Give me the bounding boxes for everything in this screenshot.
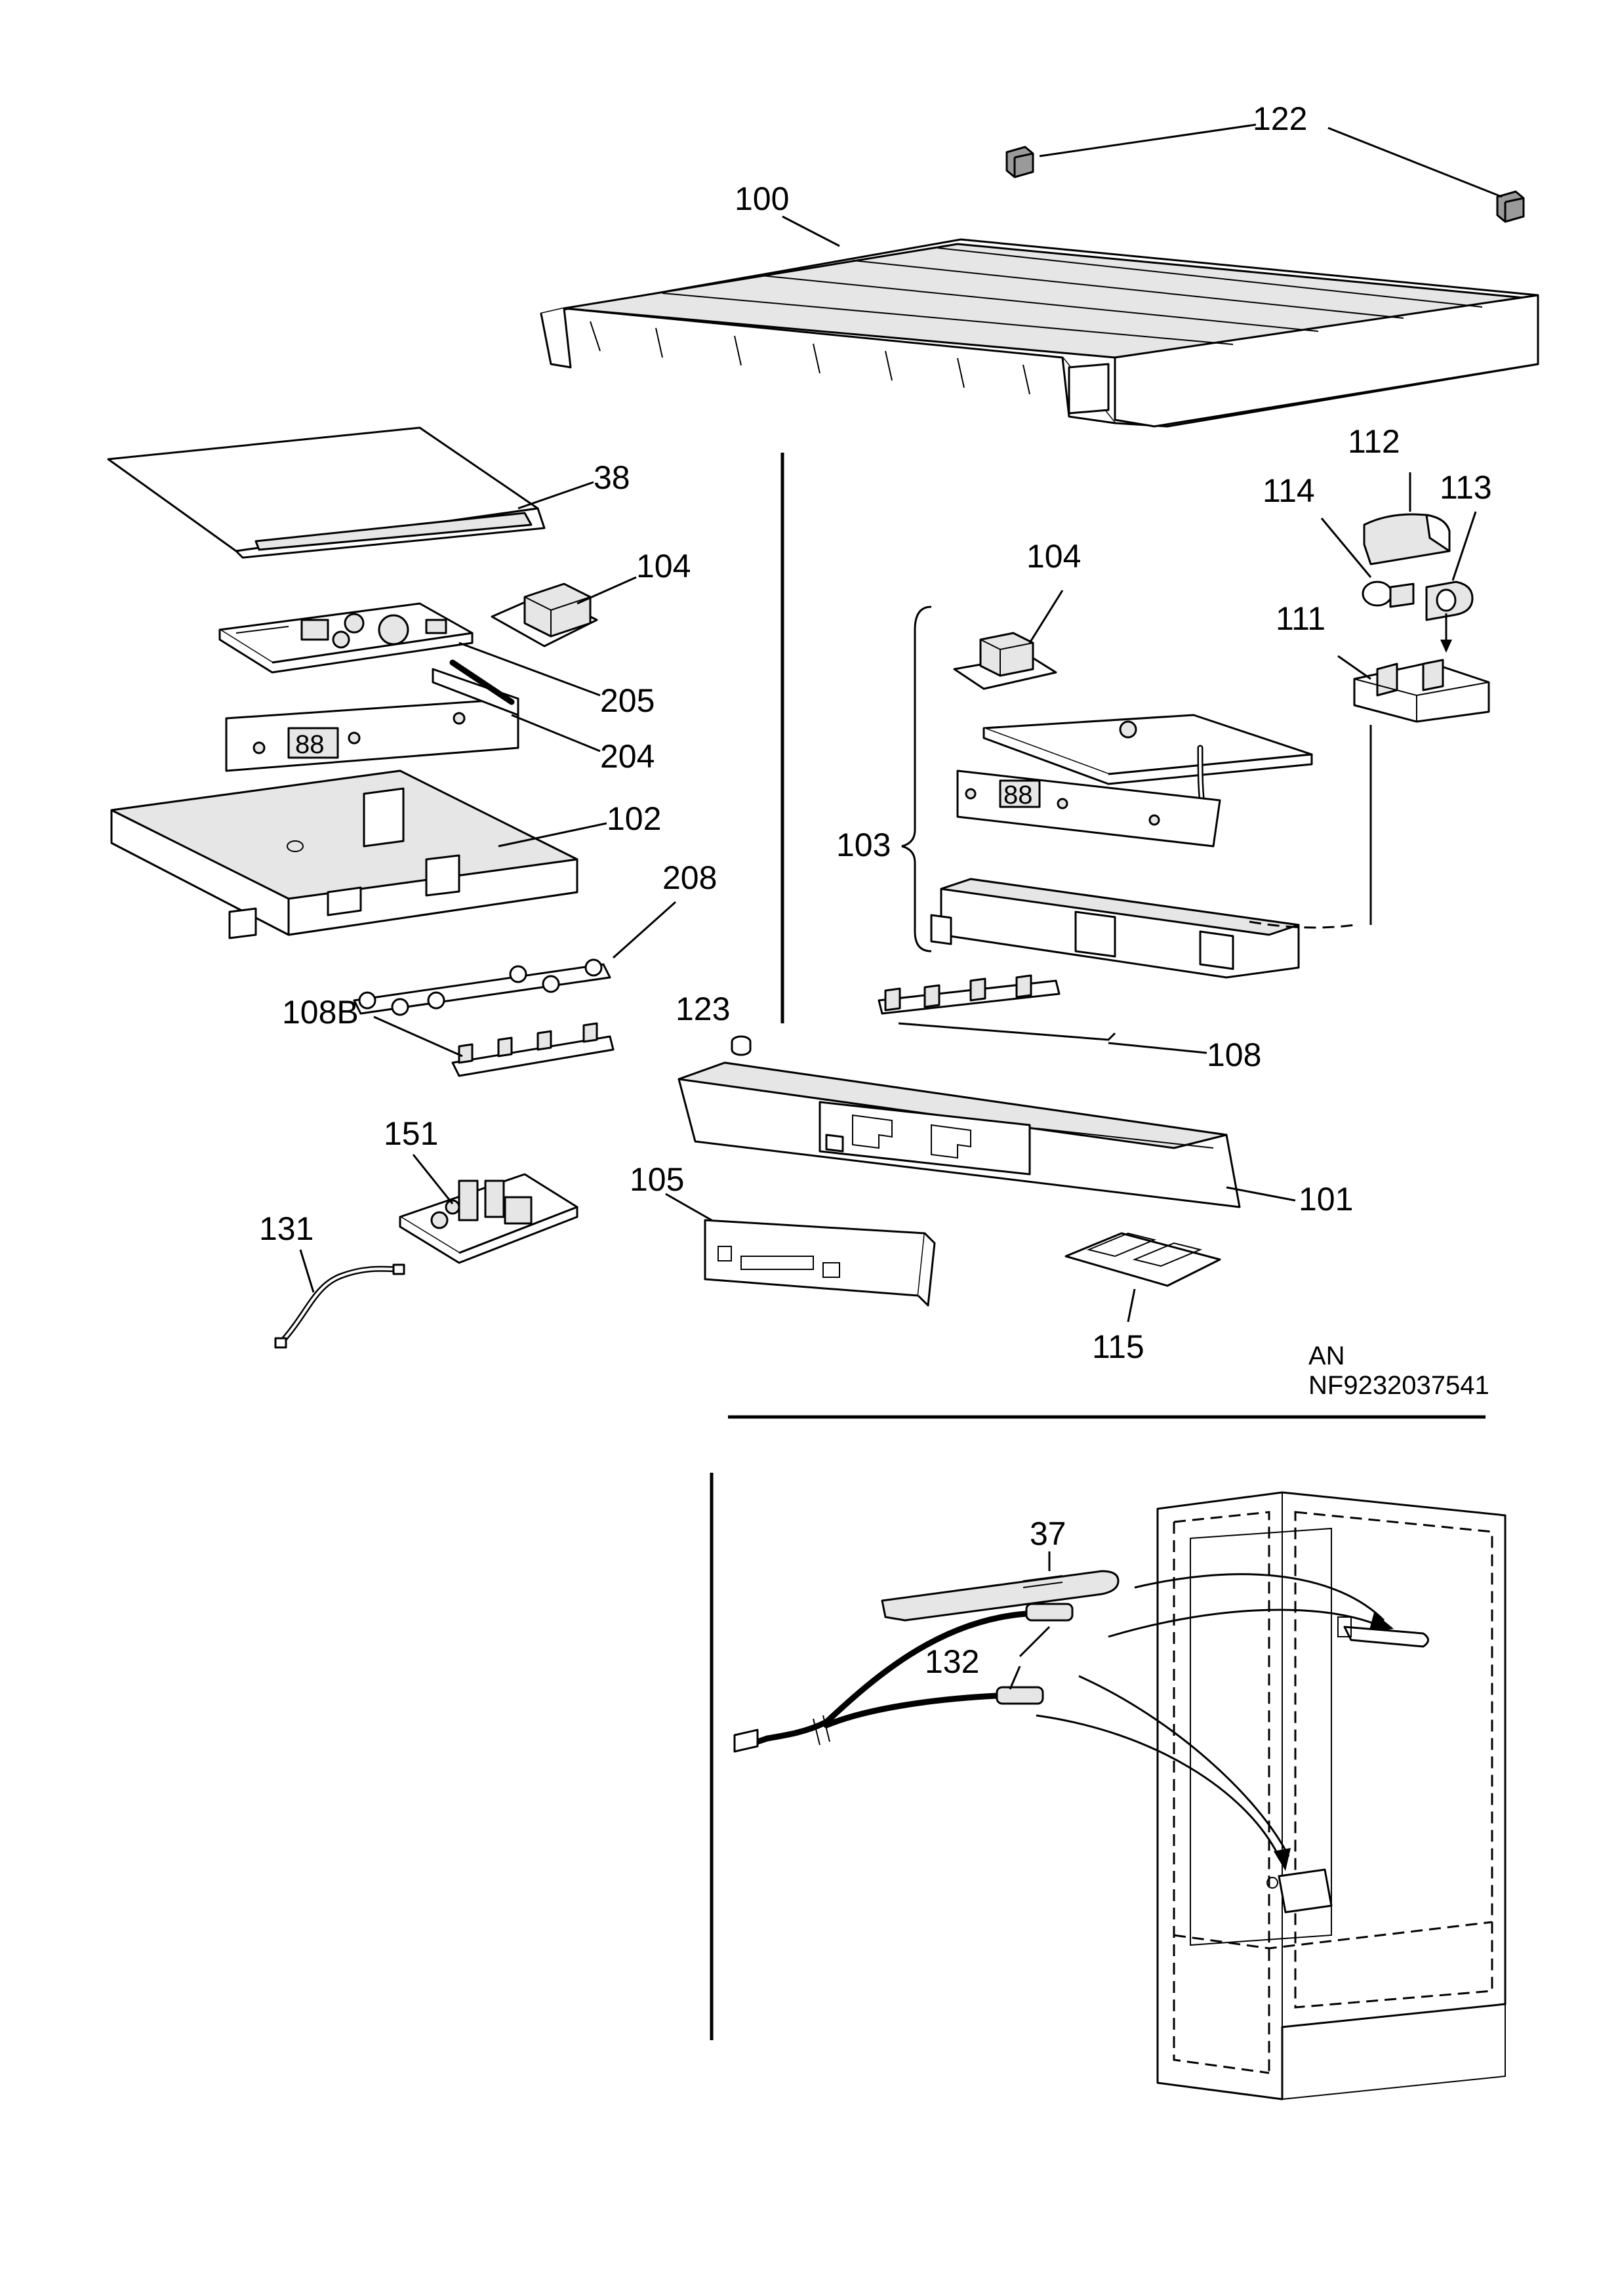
part-104-relay-left — [491, 583, 598, 647]
callout-205: 205 — [600, 682, 655, 719]
part-105-display-insert — [704, 1219, 936, 1307]
callout-101: 101 — [1299, 1181, 1353, 1218]
callout-122: 122 — [1253, 100, 1307, 137]
callout-115: 115 — [1092, 1328, 1144, 1365]
callout-112: 112 — [1348, 423, 1400, 460]
part-131-cable — [274, 1263, 405, 1349]
part-122-hinge-cap-left — [1005, 146, 1034, 178]
callout-208: 208 — [662, 859, 717, 896]
part-208-light-strip — [353, 958, 611, 1016]
callout-37: 37 — [1030, 1515, 1066, 1552]
callout-123: 123 — [676, 991, 730, 1027]
callout-104-left: 104 — [636, 548, 691, 584]
callout-111: 111 — [1276, 600, 1325, 637]
mounted-sensor-lower — [1266, 1868, 1333, 1914]
dashed-link-111 — [1249, 920, 1355, 929]
reference-an: AN — [1308, 1342, 1345, 1370]
callout-38: 38 — [594, 459, 630, 496]
part-123-knob — [731, 1035, 752, 1056]
callout-100: 100 — [735, 180, 789, 217]
part-103-housing — [930, 878, 1300, 979]
callout-108b: 108B — [282, 994, 359, 1031]
cabinet-outline — [1156, 1491, 1507, 2101]
callout-131: 131 — [259, 1210, 313, 1247]
callout-114: 114 — [1263, 472, 1315, 509]
arrow-132-lower-b — [1036, 1714, 1280, 1857]
part-37-sensor-holder — [881, 1570, 1120, 1622]
part-101-front-panel — [678, 1061, 1241, 1208]
display-digits-left: 88 — [295, 730, 325, 759]
callout-151: 151 — [384, 1115, 438, 1152]
part-103-control-board — [982, 714, 1313, 817]
part-204-display-board: 88 — [225, 659, 519, 772]
callout-132: 132 — [925, 1643, 979, 1680]
part-151-power-board — [399, 1173, 578, 1264]
callout-104-right: 104 — [1026, 538, 1081, 575]
part-108b-button-strip — [451, 1022, 615, 1077]
arrow-132-upper — [1108, 1609, 1375, 1638]
part-103-display-board: 88 — [956, 769, 1221, 848]
part-38-cover-plate — [107, 426, 546, 559]
part-111-lamp-housing — [1353, 659, 1490, 723]
callout-204: 204 — [600, 738, 655, 775]
mounted-sensor-upper — [1337, 1616, 1429, 1648]
arrow-132-lower-a — [1078, 1675, 1290, 1857]
part-114-bulb — [1362, 581, 1415, 608]
part-104-relay-right — [953, 632, 1057, 690]
part-113-lamp-holder — [1425, 581, 1474, 621]
part-100-top-cover — [540, 238, 1539, 428]
part-132-sensor-cable — [733, 1603, 1074, 1753]
display-digits-right: 88 — [1003, 781, 1033, 810]
arrow-37-to-cabinet — [1134, 1573, 1385, 1622]
part-112-lamp-cover — [1363, 513, 1451, 565]
callout-102: 102 — [607, 800, 661, 837]
part-108-button-strip — [878, 974, 1116, 1041]
callout-105: 105 — [630, 1161, 684, 1198]
bracket-103 — [901, 605, 932, 953]
arrow-113-down — [1440, 640, 1452, 653]
part-115-filter-grille — [1064, 1232, 1221, 1287]
reference-code: NF9232037541 — [1308, 1371, 1489, 1400]
callout-108: 108 — [1207, 1036, 1261, 1073]
callout-103: 103 — [836, 827, 891, 863]
callout-113: 113 — [1440, 469, 1492, 506]
part-102-control-housing — [110, 769, 578, 939]
part-205-main-board — [218, 602, 474, 674]
part-122-hinge-cap-right — [1496, 190, 1525, 223]
